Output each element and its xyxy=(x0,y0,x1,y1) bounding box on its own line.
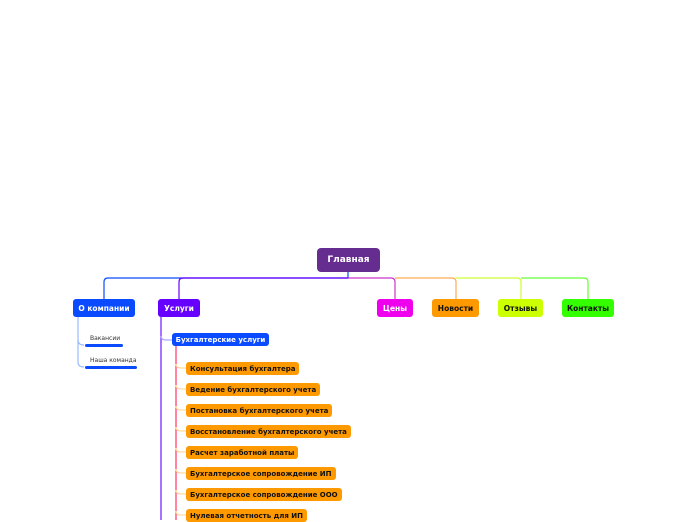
node-vacancies[interactable]: Вакансии xyxy=(90,335,121,342)
service-item[interactable]: Консультация бухгалтера xyxy=(186,362,300,375)
underline xyxy=(85,344,123,347)
service-item[interactable]: Восстановление бухгалтерского учета xyxy=(186,425,351,438)
branch-services[interactable]: Услуги xyxy=(158,299,200,317)
branch-contacts[interactable]: Контакты xyxy=(562,299,614,317)
service-item[interactable]: Постановка бухгалтерского учета xyxy=(186,404,333,417)
item-connector xyxy=(175,363,186,369)
node-accounting-services[interactable]: Бухгалтерские услуги xyxy=(172,333,269,346)
branch-about[interactable]: О компании xyxy=(73,299,135,317)
item-connector xyxy=(175,489,186,495)
item-connector xyxy=(175,405,186,411)
service-item[interactable]: Бухгалтерское сопровождение ИП xyxy=(186,467,336,480)
item-connector xyxy=(175,384,186,390)
node-team[interactable]: Наша команда xyxy=(90,357,137,364)
underline xyxy=(85,366,137,369)
branch-news[interactable]: Новости xyxy=(432,299,479,317)
branch-prices[interactable]: Цены xyxy=(377,299,413,317)
item-connector xyxy=(175,426,186,432)
item-connector xyxy=(175,447,186,453)
root-node[interactable]: Главная xyxy=(317,248,380,272)
service-item[interactable]: Бухгалтерское сопровождение ООО xyxy=(186,488,342,501)
service-item[interactable]: Ведение бухгалтерского учета xyxy=(186,383,321,396)
item-connector xyxy=(175,468,186,474)
service-item[interactable]: Расчет заработной платы xyxy=(186,446,299,459)
service-item[interactable]: Нулевая отчетность для ИП xyxy=(186,509,308,522)
item-connector xyxy=(175,510,186,516)
branch-reviews[interactable]: Отзывы xyxy=(498,299,543,317)
